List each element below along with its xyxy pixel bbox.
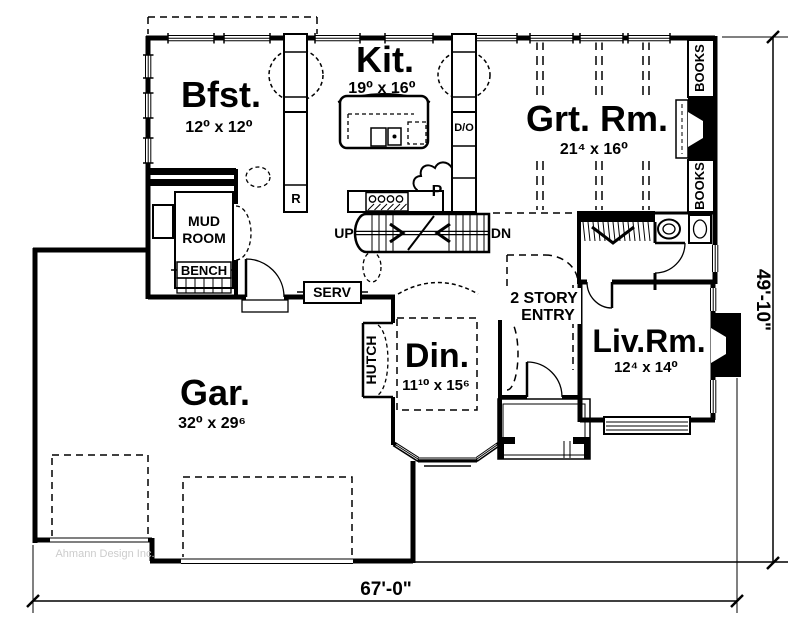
window	[708, 380, 717, 413]
sink-counter	[688, 214, 712, 244]
books-upper-label: BOOKS	[692, 44, 707, 92]
entry-label-line2: ENTRY	[521, 307, 575, 324]
window	[708, 288, 717, 311]
room-label-mud-room-line1: MUD	[188, 213, 220, 229]
stairs-up-label: UP	[334, 225, 353, 241]
bookshelf-upper	[687, 39, 715, 98]
garage-door	[181, 557, 353, 566]
overall-width-dimension: 67'-0"	[360, 579, 412, 600]
kitchen-island	[337, 93, 431, 150]
living-room-door	[586, 281, 614, 309]
pantry-label: P	[432, 183, 443, 200]
garage-door	[50, 536, 148, 545]
dimension-lines	[26, 30, 788, 613]
room-dims-garage: 32⁰ x 29⁶	[178, 415, 246, 432]
powder-room-door	[654, 241, 686, 274]
living-room-fireplace	[711, 313, 741, 377]
sink	[692, 219, 708, 239]
dining-bay-window	[392, 441, 501, 467]
hutch-niche	[361, 321, 393, 399]
window	[627, 33, 671, 44]
front-door	[525, 361, 563, 398]
service-door	[297, 281, 368, 304]
room-dims-great-room: 21⁴ x 16⁰	[560, 141, 628, 158]
stair-break-line	[407, 215, 435, 251]
garage-entry-door	[241, 258, 289, 313]
window	[223, 33, 271, 44]
room-label-dining: Din.	[405, 337, 469, 375]
room-dims-kitchen: 19⁰ x 16⁰	[348, 80, 415, 97]
service-door-label: SERV	[313, 284, 352, 300]
room-label-garage: Gar.	[180, 372, 250, 413]
hutch-label: HUTCH	[363, 336, 379, 385]
room-label-mud-room-line2: ROOM	[182, 230, 226, 246]
bench-label: BENCH	[181, 263, 227, 278]
books-lower-label: BOOKS	[692, 162, 707, 210]
cooktop-counter	[347, 190, 444, 213]
up-arrow	[389, 222, 406, 244]
dashed-ceiling-lines	[51, 16, 650, 561]
porch-column	[498, 437, 515, 459]
staircase	[353, 212, 491, 254]
window	[314, 33, 361, 44]
living-room-box-window	[603, 416, 691, 435]
down-arrow	[434, 222, 451, 244]
window	[475, 33, 518, 44]
refrigerator-label: R	[291, 191, 301, 206]
entry-porch	[497, 398, 591, 460]
entry-label-line1: 2 STORY	[510, 290, 578, 307]
windows	[50, 33, 719, 566]
sink	[387, 127, 402, 146]
watermark: Ahmann Design Inc.	[55, 548, 154, 560]
room-label-breakfast: Bfst.	[181, 74, 261, 115]
room-dims-dining: 11¹⁰ x 15⁶	[402, 377, 470, 394]
powder-room-fixtures	[657, 214, 712, 244]
doors	[241, 241, 686, 398]
chimney-columns	[283, 33, 477, 113]
mud-room-fixtures	[148, 168, 237, 294]
oven-cabinet	[451, 111, 477, 213]
stairs-down-label: DN	[491, 225, 511, 241]
double-oven-label: D/O	[454, 122, 474, 134]
window	[579, 33, 624, 44]
window	[143, 92, 154, 119]
coat-closet	[578, 211, 655, 245]
room-label-kitchen: Kit.	[356, 39, 414, 80]
window	[529, 33, 574, 44]
great-room-wall-units	[675, 39, 716, 213]
window	[143, 137, 154, 164]
window	[143, 54, 154, 79]
window	[384, 33, 434, 44]
refrigerator-cabinet	[283, 111, 308, 213]
room-dims-living-room: 12⁴ x 14⁰	[614, 359, 678, 376]
porch-column	[573, 437, 590, 459]
overall-depth-dimension: 49'-10"	[752, 269, 773, 331]
room-label-great-room: Grt. Rm.	[526, 98, 668, 139]
room-dims-breakfast: 12⁰ x 12⁰	[185, 119, 252, 136]
closet-rod-symbol	[591, 225, 635, 245]
bookshelf-lower	[687, 159, 715, 213]
labels: Bfst. 12⁰ x 12⁰ Kit. 19⁰ x 16⁰ Grt. Rm. …	[55, 39, 773, 600]
window	[710, 245, 719, 272]
window	[167, 33, 215, 44]
toilet	[657, 218, 681, 240]
sink	[370, 127, 387, 147]
room-label-living-room: Liv.Rm.	[592, 323, 705, 359]
